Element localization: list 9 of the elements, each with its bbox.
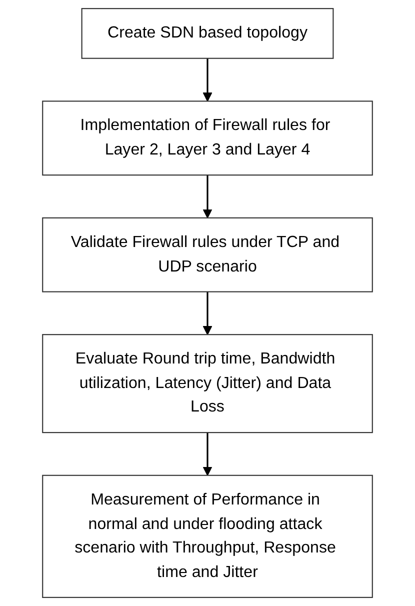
node-box: Implementation of Firewall rules for Layer 2, Layer 3 and Layer 4 [42,100,373,176]
arrow [202,58,212,102]
node-box: Evaluate Round trip time, Bandwidth utilization, Latency (Jitter) and Data Loss [42,334,373,434]
node-box: Validate Firewall rules under TCP and UDP scenario [42,217,373,292]
arrow [202,432,212,476]
node-box: Measurement of Performance in normal and under flooding attack scenario with Throughput, Response time and Jitter [42,474,373,598]
node-box: Create SDN based topology [81,8,334,59]
arrow [202,175,212,218]
arrow [202,292,212,336]
